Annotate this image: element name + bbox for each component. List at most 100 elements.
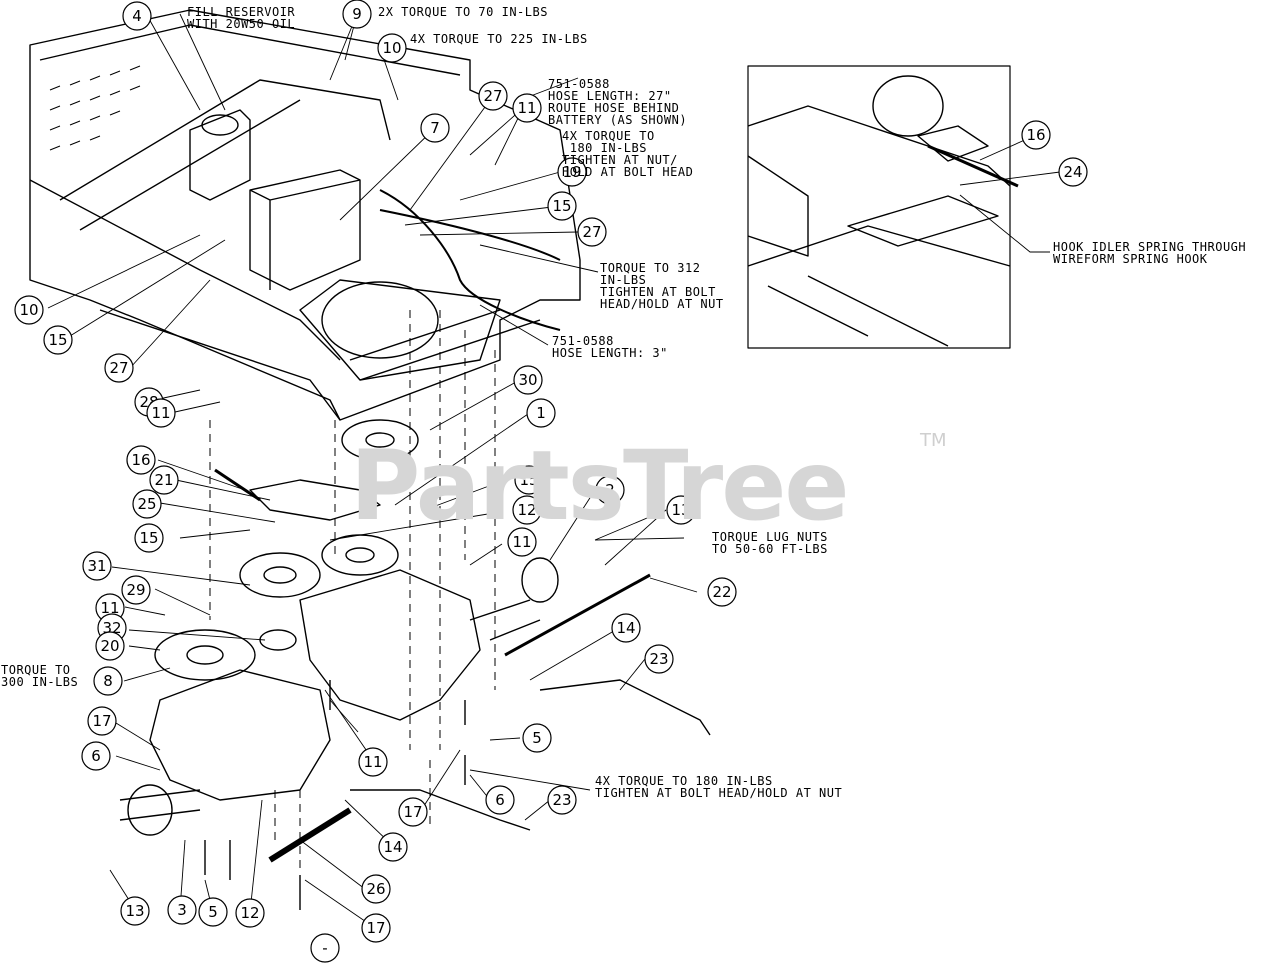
callout-circle	[398, 797, 428, 827]
callout-circle	[1021, 120, 1051, 150]
callout-balloon: 21	[149, 465, 179, 495]
callout-balloon: 17	[398, 797, 428, 827]
callout-circle	[522, 723, 552, 753]
callout-circle	[507, 527, 537, 557]
note-torque-180-nut: 4X TORQUE TO 180 IN-LBS TIGHTEN AT NUT/ …	[562, 129, 694, 179]
callout-number: 22	[712, 583, 731, 601]
callout-circle	[81, 741, 111, 771]
callout-circle	[513, 365, 543, 395]
callout-number: 26	[366, 880, 385, 898]
callout-balloon: 27	[478, 81, 508, 111]
callout-number: 19	[562, 163, 581, 181]
callout-number: 2	[605, 481, 615, 499]
callout-circle	[577, 217, 607, 247]
callout-balloon: 26	[361, 874, 391, 904]
callout-balloon: 15	[514, 465, 544, 495]
callout-circle	[43, 325, 73, 355]
callout-number: 12	[517, 501, 536, 519]
callout-balloon: 31	[82, 551, 112, 581]
callout-number: 17	[403, 803, 422, 821]
callout-number: 10	[382, 39, 401, 57]
callout-circle	[1058, 157, 1088, 187]
callout-balloon: 1	[526, 398, 556, 428]
callout-balloon: 7	[420, 113, 450, 143]
callout-number: 24	[1063, 163, 1082, 181]
callout-circle	[547, 191, 577, 221]
callout-balloon: 23	[547, 785, 577, 815]
trademark: TM	[920, 430, 947, 451]
callout-balloon: 2	[595, 475, 625, 505]
callout-balloon: 17	[87, 706, 117, 736]
callout-circle	[547, 785, 577, 815]
callout-balloon: 27	[104, 353, 134, 383]
note-torque-300: TORQUE TO 300 IN-LBS	[1, 663, 79, 689]
callout-number: 23	[649, 650, 668, 668]
callout-balloon: 30	[513, 365, 543, 395]
callout-circle	[146, 398, 176, 428]
callout-circle	[485, 785, 515, 815]
callout-circle	[87, 706, 117, 736]
callout-balloon: 19	[557, 157, 587, 187]
callout-circle	[310, 933, 340, 963]
callout-balloon: 13	[666, 495, 696, 525]
callout-number: 17	[366, 919, 385, 937]
callout-number: 5	[208, 903, 218, 921]
callout-balloon: 9	[342, 0, 372, 29]
callout-balloon: 27	[577, 217, 607, 247]
callout-circle	[557, 157, 587, 187]
callout-number: 8	[103, 672, 113, 690]
callout-number: 6	[495, 791, 505, 809]
callout-balloon: 23	[644, 644, 674, 674]
callout-circle	[14, 295, 44, 325]
note-fill-reservoir: FILL RESERVOIR WITH 20W50 OIL	[187, 5, 296, 31]
callout-balloon: 11	[507, 527, 537, 557]
note-lug-nuts: TORQUE LUG NUTS TO 50-60 FT-LBS	[712, 530, 828, 556]
callout-circle	[120, 896, 150, 926]
callout-balloon: 14	[378, 832, 408, 862]
callout-number: 27	[582, 223, 601, 241]
callout-number: 16	[1026, 126, 1045, 144]
callout-balloon: -	[310, 933, 340, 963]
callout-number: 3	[177, 901, 187, 919]
callout-balloon: 13	[120, 896, 150, 926]
callout-circle	[132, 489, 162, 519]
callout-circle	[149, 465, 179, 495]
callout-number: 31	[87, 557, 106, 575]
callout-number: 23	[552, 791, 571, 809]
callout-circle	[342, 0, 372, 29]
callout-number: 11	[363, 753, 382, 771]
callout-number: 17	[92, 712, 111, 730]
callout-number: 15	[519, 471, 538, 489]
callout-balloon: 5	[198, 897, 228, 927]
callout-circle	[377, 33, 407, 63]
callout-balloon: 10	[377, 33, 407, 63]
callout-circle	[666, 495, 696, 525]
callout-circle	[512, 495, 542, 525]
callout-number: 27	[109, 359, 128, 377]
callout-number: 27	[483, 87, 502, 105]
callout-circle	[198, 897, 228, 927]
callout-number: 11	[512, 533, 531, 551]
callout-number: 5	[532, 729, 542, 747]
callout-balloon: 16	[1021, 120, 1051, 150]
callout-circle	[121, 575, 151, 605]
callout-number: -	[322, 939, 327, 957]
callout-circle	[122, 1, 152, 31]
callout-number: 7	[430, 119, 440, 137]
callout-circle	[611, 613, 641, 643]
callout-circle	[82, 551, 112, 581]
callout-number: 11	[151, 404, 170, 422]
callout-circle	[595, 475, 625, 505]
note-hook-idler: HOOK IDLER SPRING THROUGH WIREFORM SPRIN…	[1053, 240, 1247, 266]
note-torque-180-bolt: 4X TORQUE TO 180 IN-LBS TIGHTEN AT BOLT …	[595, 774, 843, 800]
callout-number: 30	[518, 371, 537, 389]
callout-balloon: 16	[126, 445, 156, 475]
callout-balloon: 6	[485, 785, 515, 815]
callout-number: 11	[517, 99, 536, 117]
callout-circle	[644, 644, 674, 674]
callout-balloon: 20	[95, 631, 125, 661]
note-hose-27: 751-0588 HOSE LENGTH: 27" ROUTE HOSE BEH…	[548, 77, 688, 127]
callout-balloon: 22	[707, 577, 737, 607]
